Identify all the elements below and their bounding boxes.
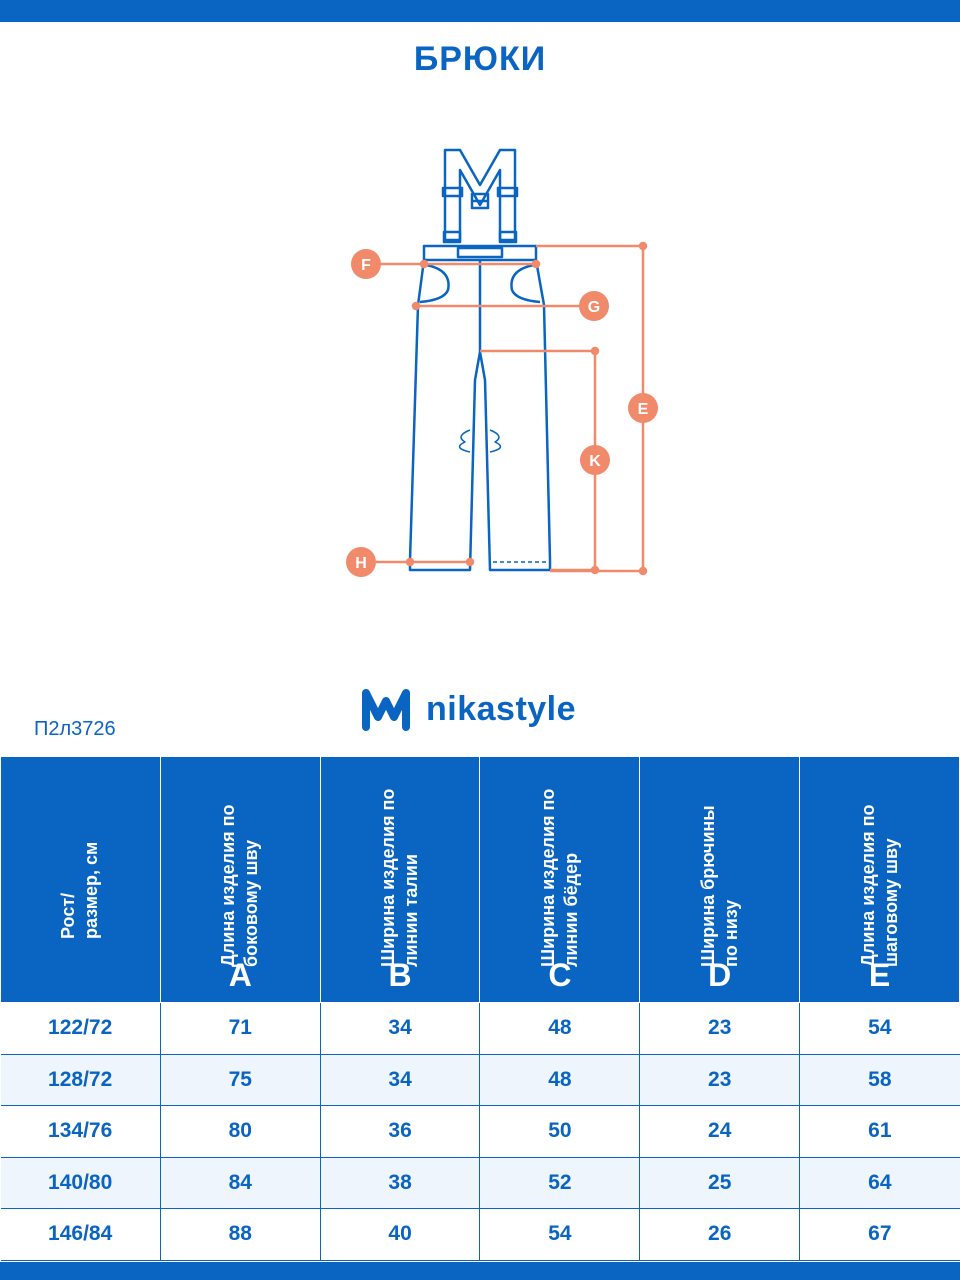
bottom-bar — [0, 1262, 960, 1280]
table-cell: 54 — [479, 1208, 641, 1261]
header-size: Рост/ размер, см — [0, 756, 161, 1003]
table-cell: 48 — [479, 1053, 641, 1106]
table-cell: 61 — [799, 1105, 960, 1158]
header-d-label: Ширина брючины по низу — [697, 805, 741, 967]
table-cell: 24 — [639, 1105, 801, 1158]
table-cell: 23 — [639, 1002, 801, 1055]
header-d-letter: D — [708, 957, 732, 993]
table-header-row: Рост/ размер, см Длина изделия по боково… — [0, 756, 960, 1003]
size-table: Рост/ размер, см Длина изделия по боково… — [0, 756, 960, 1261]
marker-k: K — [580, 445, 610, 475]
header-b: Ширина изделия по линии талии B — [319, 756, 481, 1003]
brand-name: nikastyle — [426, 689, 577, 728]
header-c-letter: C — [548, 957, 572, 993]
table-cell: 50 — [479, 1105, 641, 1158]
table-cell: 140/80 — [0, 1156, 161, 1209]
table-row: 146/84 88 40 54 26 67 — [0, 1208, 960, 1261]
table-cell: 75 — [159, 1053, 321, 1106]
table-cell: 88 — [159, 1208, 321, 1261]
header-e: Длина изделия по шаговому шву E — [799, 756, 960, 1003]
article-number: П2л3726 — [34, 718, 116, 740]
header-d: Ширина брючины по низу D — [639, 756, 801, 1003]
header-c: Ширина изделия по линии бёдер C — [479, 756, 641, 1003]
marker-f: F — [351, 249, 381, 279]
header-a-letter: A — [228, 957, 252, 993]
marker-g-label: G — [588, 299, 600, 316]
table-cell: 64 — [799, 1156, 960, 1209]
table-row: 122/72 71 34 48 23 54 — [0, 1002, 960, 1055]
size-table-wrapper: Рост/ размер, см Длина изделия по боково… — [0, 756, 960, 1261]
header-b-letter: B — [388, 957, 412, 993]
table-cell: 128/72 — [0, 1053, 161, 1106]
header-e-letter: E — [868, 957, 891, 993]
pants-diagram: F G E K H — [346, 148, 658, 577]
table-row: 134/76 80 36 50 24 61 — [0, 1105, 960, 1158]
table-cell: 40 — [319, 1208, 481, 1261]
table-cell: 38 — [319, 1156, 481, 1209]
nikastyle-logo-icon — [362, 689, 410, 731]
table-cell: 25 — [639, 1156, 801, 1209]
table-cell: 48 — [479, 1002, 641, 1055]
table-row: 128/72 75 34 48 23 58 — [0, 1053, 960, 1106]
table-cell: 34 — [319, 1053, 481, 1106]
top-bar — [0, 0, 960, 22]
table-cell: 134/76 — [0, 1105, 161, 1158]
marker-h: H — [346, 547, 376, 577]
table-cell: 71 — [159, 1002, 321, 1055]
table-cell: 36 — [319, 1105, 481, 1158]
table-cell: 23 — [639, 1053, 801, 1106]
header-size-label: Рост/ размер, см — [58, 841, 102, 939]
brand-logo: nikastyle — [360, 684, 576, 734]
table-cell: 67 — [799, 1208, 960, 1261]
header-a-label: Длина изделия по боковому шву — [218, 804, 262, 967]
marker-g: G — [579, 291, 609, 321]
table-cell: 84 — [159, 1156, 321, 1209]
table-cell: 34 — [319, 1002, 481, 1055]
table-cell: 58 — [799, 1053, 960, 1106]
table-cell: 54 — [799, 1002, 960, 1055]
header-b-label: Ширина изделия по линии талии — [378, 788, 422, 967]
marker-k-label: K — [589, 453, 601, 470]
marker-h-label: H — [355, 555, 367, 572]
marker-f-label: F — [361, 257, 371, 274]
table-cell: 122/72 — [0, 1002, 161, 1055]
table-cell: 26 — [639, 1208, 801, 1261]
table-cell: 80 — [159, 1105, 321, 1158]
table-cell: 52 — [479, 1156, 641, 1209]
header-c-label: Ширина изделия по линии бёдер — [537, 788, 581, 967]
header-a: Длина изделия по боковому шву A — [159, 756, 321, 1003]
table-cell: 146/84 — [0, 1208, 161, 1261]
table-row: 140/80 84 38 52 25 64 — [0, 1156, 960, 1209]
marker-e: E — [628, 393, 658, 423]
page-title: БРЮКИ — [413, 40, 547, 78]
marker-e-label: E — [638, 401, 649, 418]
header-e-label: Длина изделия по шаговому шву — [857, 804, 901, 967]
